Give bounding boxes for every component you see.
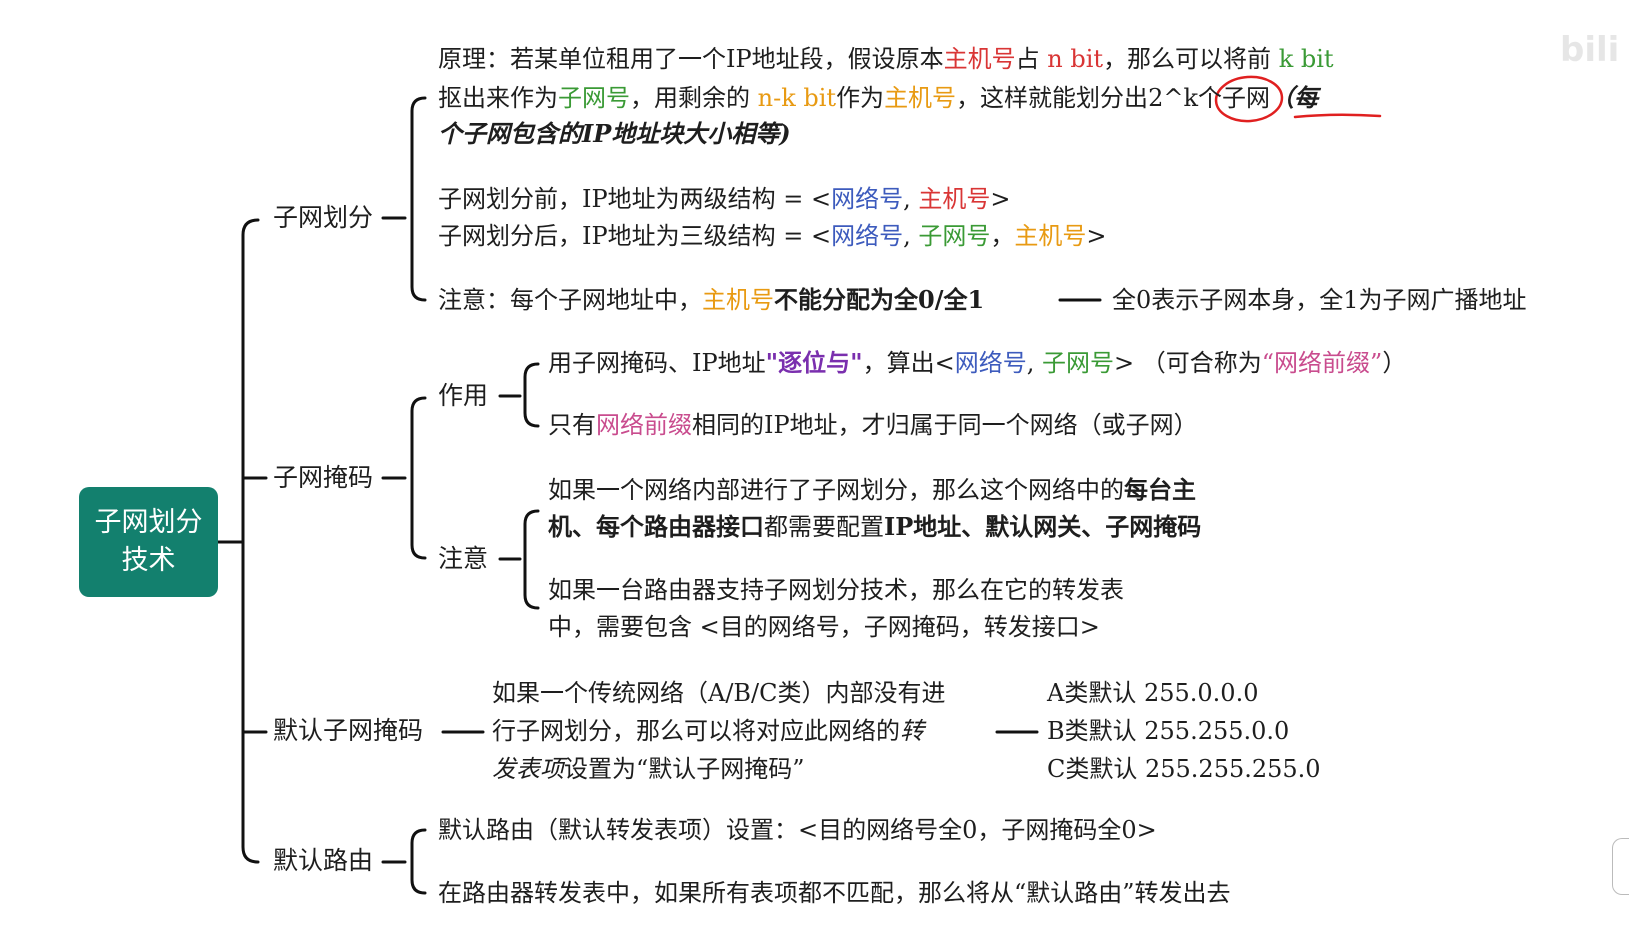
bracket-function xyxy=(523,362,540,428)
highlight-underline xyxy=(1293,113,1382,119)
class-c-default: C类默认 255.255.255.0 xyxy=(1047,755,1321,783)
highlight-circle xyxy=(1214,75,1284,123)
mask-note-1-line-2: 机、每个路由器接口都需要配置IP地址、默认网关、子网掩码 xyxy=(548,512,1202,541)
principle-line-2: 抠出来作为子网号，用剩余的 n-k bit作为主机号，这样就能划分出2^k个子网… xyxy=(438,83,1318,112)
branch-default-mask: 默认子网掩码 xyxy=(273,716,424,745)
default-route-item-2: 在路由器转发表中，如果所有表项都不匹配，那么将从“默认路由”转发出去 xyxy=(438,879,1231,907)
class-a-default: A类默认 255.0.0.0 xyxy=(1047,679,1259,707)
root-label-line2: 技术 xyxy=(121,545,176,576)
subnet-note: 注意：每个子网地址中，主机号不能分配为全0/全1 xyxy=(438,285,985,314)
default-mask-desc-3: 发表项设置为“默认子网掩码” xyxy=(492,755,805,783)
mask-note-2-line-2: 中，需要包含 <目的网络号，子网掩码，转发接口> xyxy=(548,613,1100,641)
class-b-default: B类默认 255.255.0.0 xyxy=(1047,717,1290,745)
bracket-subnet-mask xyxy=(410,396,427,560)
side-panel-tab[interactable] xyxy=(1612,838,1629,895)
branch-default-route: 默认路由 xyxy=(273,846,374,875)
branch-subnet-division: 子网划分 xyxy=(273,203,374,232)
sub-node-mask-note: 注意 xyxy=(438,544,489,573)
sub-node-function: 作用 xyxy=(438,381,489,410)
mask-note-2-line-1: 如果一台路由器支持子网划分技术，那么在它的转发表 xyxy=(548,576,1124,604)
bracket-subnet-division xyxy=(410,96,427,302)
default-mask-desc-2: 行子网划分，那么可以将对应此网络的转 xyxy=(492,717,924,745)
bracket-default-route xyxy=(410,828,427,895)
structure-after: 子网划分后，IP地址为三级结构 = <网络号, 子网号，主机号> xyxy=(438,222,1107,250)
structure-before: 子网划分前，IP地址为两级结构 = <网络号, 主机号> xyxy=(438,185,1011,213)
root-label-line1: 子网划分 xyxy=(94,507,203,538)
branch-subnet-mask: 子网掩码 xyxy=(273,463,374,492)
subnet-note-explain: 全0表示子网本身，全1为子网广播地址 xyxy=(1112,286,1527,314)
principle-line-3: 个子网包含的IP地址块大小相等) xyxy=(438,119,791,148)
bracket-mask-note xyxy=(523,509,540,610)
principle-line-1: 原理：若某单位租用了一个IP地址段，假设原本主机号占 n bit，那么可以将前 … xyxy=(438,45,1334,73)
default-mask-desc-1: 如果一个传统网络（A/B/C类）内部没有进 xyxy=(492,679,946,707)
default-route-item-1: 默认路由（默认转发表项）设置：<目的网络号全0，子网掩码全0> xyxy=(438,816,1157,844)
function-item-1: 用子网掩码、IP地址"逐位与"，算出<网络号, 子网号> （可合称为“网络前缀”… xyxy=(548,348,1407,377)
root-node: 子网划分 技术 xyxy=(79,487,218,597)
mask-note-1-line-1: 如果一个网络内部进行了子网划分，那么这个网络中的每台主 xyxy=(548,475,1196,504)
function-item-2: 只有网络前缀相同的IP地址，才归属于同一个网络（或子网） xyxy=(548,411,1198,439)
bilibili-watermark: bili xyxy=(1560,30,1620,70)
main-trunk xyxy=(241,218,260,864)
